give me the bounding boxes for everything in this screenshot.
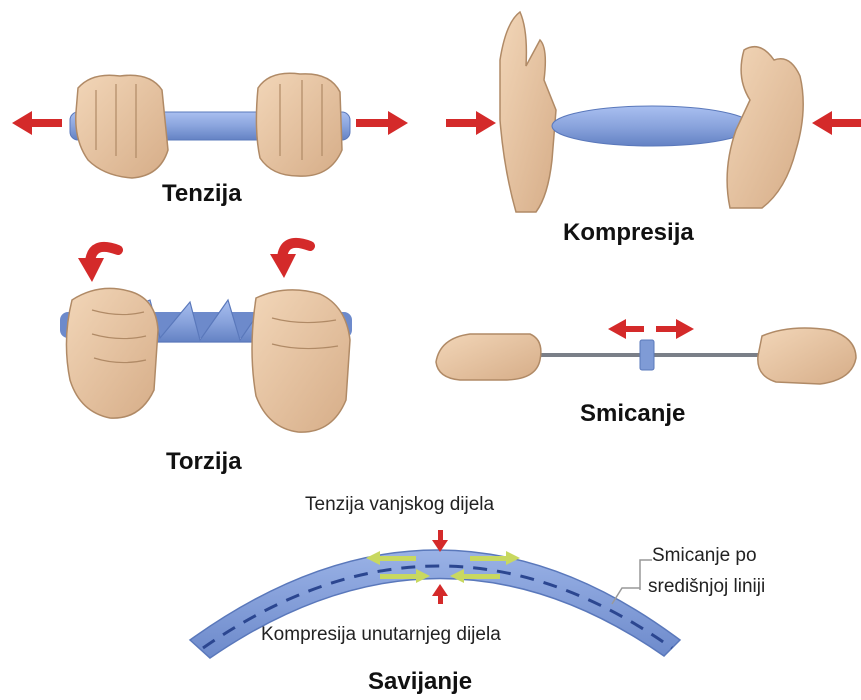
compression-label: Kompresija [563, 219, 694, 247]
compression-left-arrow [446, 111, 496, 135]
shear-left-arrow [608, 319, 644, 339]
torsion-right-rotate-arrow [270, 243, 310, 278]
shear-illustration [436, 319, 856, 384]
torsion-right-hand [252, 290, 350, 432]
tension-right-hand [256, 73, 342, 176]
bending-tension-arrow [432, 530, 448, 552]
bending-compression-arrow [432, 584, 448, 604]
shear-centerline-note-2: središnjoj liniji [648, 576, 765, 598]
torsion-left-rotate-arrow [78, 247, 118, 282]
compression-right-arrow [812, 111, 861, 135]
shear-centerline-note-1: Smicanje po [652, 545, 757, 567]
torsion-illustration [60, 243, 352, 432]
shear-clamp [640, 340, 654, 370]
torsion-label: Torzija [166, 448, 242, 476]
tension-label: Tenzija [162, 180, 242, 208]
shear-left-hand [436, 334, 541, 380]
inner-compression-note: Kompresija unutarnjeg dijela [261, 624, 501, 646]
compression-illustration [446, 12, 861, 212]
torsion-left-hand [66, 288, 158, 418]
shear-right-hand [758, 328, 856, 384]
outer-tension-note: Tenzija vanjskog dijela [305, 494, 494, 516]
compression-right-hand [727, 47, 803, 208]
tension-illustration [12, 73, 408, 178]
compression-rod [552, 106, 752, 146]
shear-right-arrow [656, 319, 694, 339]
compression-left-hand [500, 12, 556, 212]
tension-left-hand [76, 75, 168, 178]
tension-left-arrow [12, 111, 62, 135]
shear-label: Smicanje [580, 400, 685, 428]
tension-right-arrow [356, 111, 408, 135]
bending-label: Savijanje [368, 668, 472, 696]
